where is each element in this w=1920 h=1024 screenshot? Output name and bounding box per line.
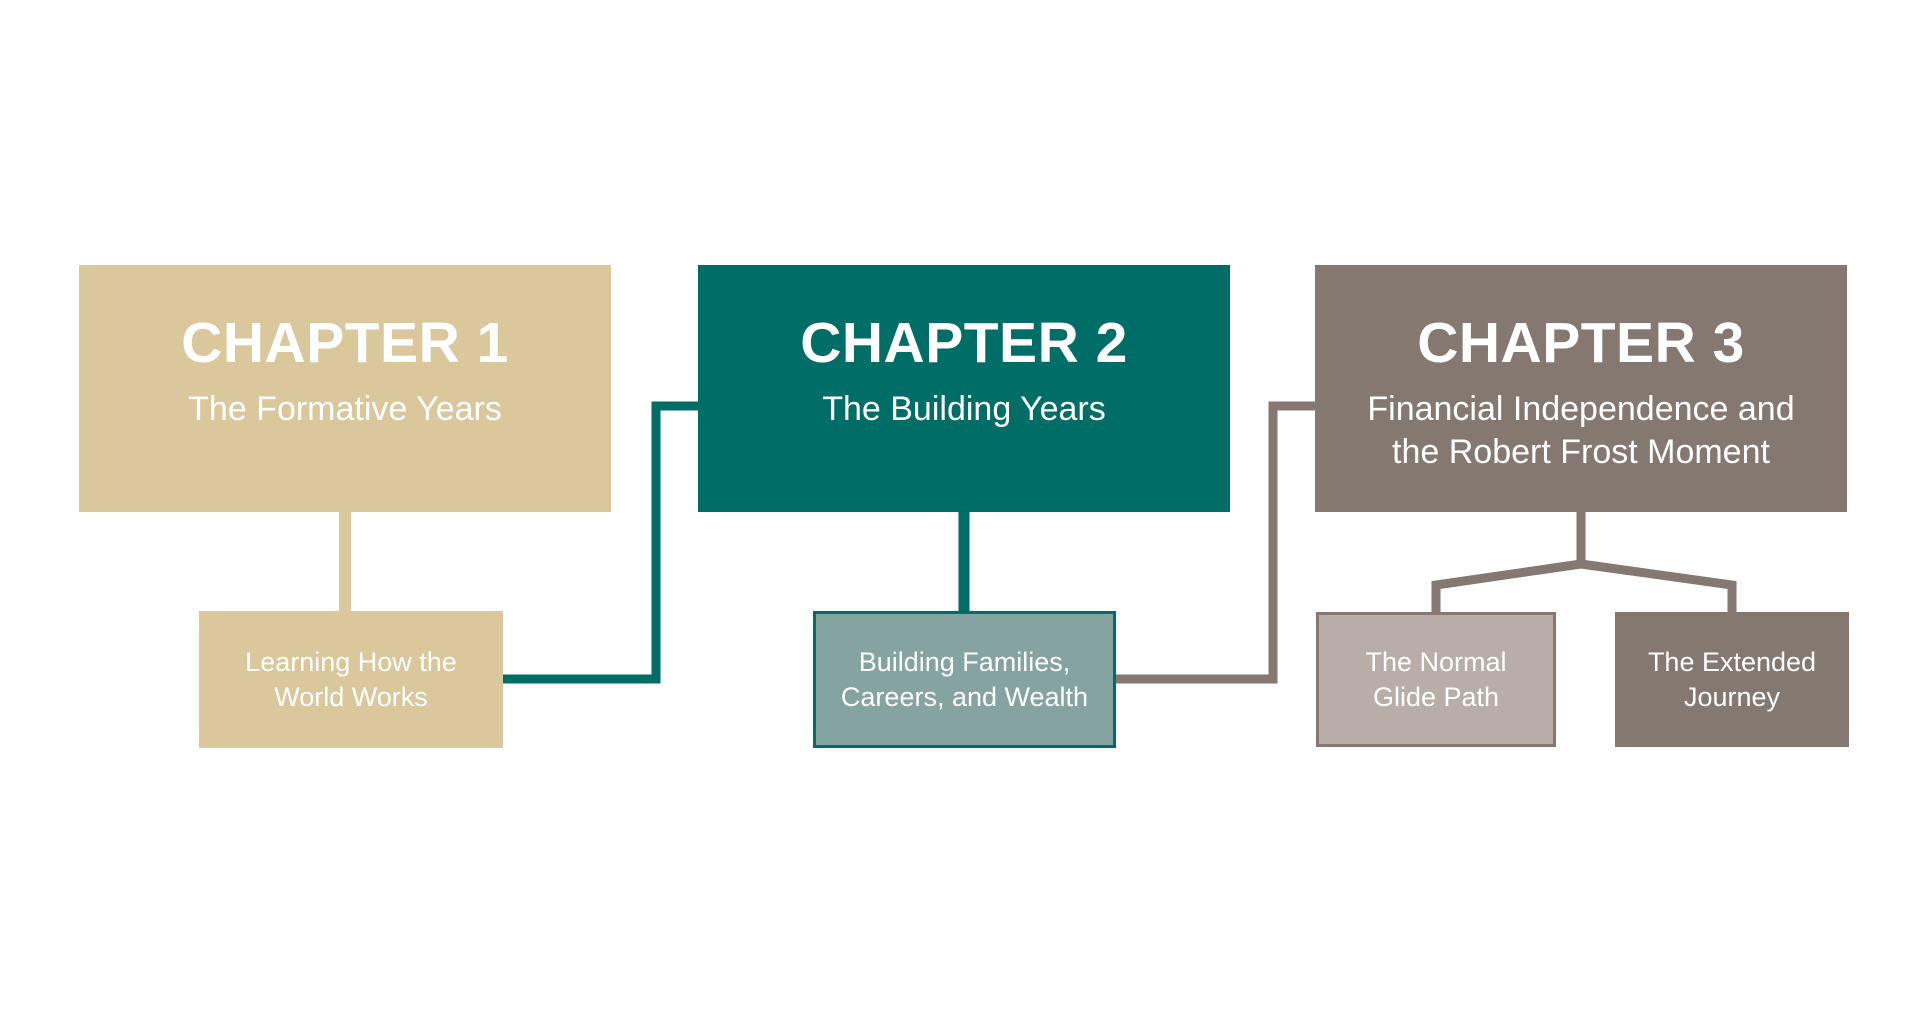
chapter-3-normal-glide-path-box: The Normal Glide Path [1316, 612, 1556, 747]
chapter-3-box: CHAPTER 3 Financial Independence and the… [1315, 265, 1847, 512]
chapter-1-box: CHAPTER 1 The Formative Years [79, 265, 611, 512]
connector-ch3-right-branch [1580, 559, 1737, 612]
chapter-2-subitem-box: Building Families, Careers, and Wealth [813, 611, 1116, 748]
chapter-1-subtitle: The Formative Years [188, 390, 502, 428]
chapter-3-title: CHAPTER 3 [1417, 311, 1745, 375]
chapter-2-subtitle: The Building Years [822, 390, 1106, 428]
connector-ch3-left-branch [1431, 559, 1582, 612]
chapter-2-title: CHAPTER 2 [800, 311, 1128, 375]
chapter-3-extended-journey-box: The Extended Journey [1615, 612, 1849, 747]
connector-sub2-to-ch3 [1116, 401, 1315, 684]
connector-sub1-to-ch2 [503, 401, 698, 684]
chapter-1-subitem-box: Learning How the World Works [199, 611, 503, 748]
chapter-3-subtitle: Financial Independence and the Robert Fr… [1367, 390, 1795, 471]
chapter-1-title: CHAPTER 1 [181, 311, 509, 375]
chapter-2-box: CHAPTER 2 The Building Years [698, 265, 1230, 512]
